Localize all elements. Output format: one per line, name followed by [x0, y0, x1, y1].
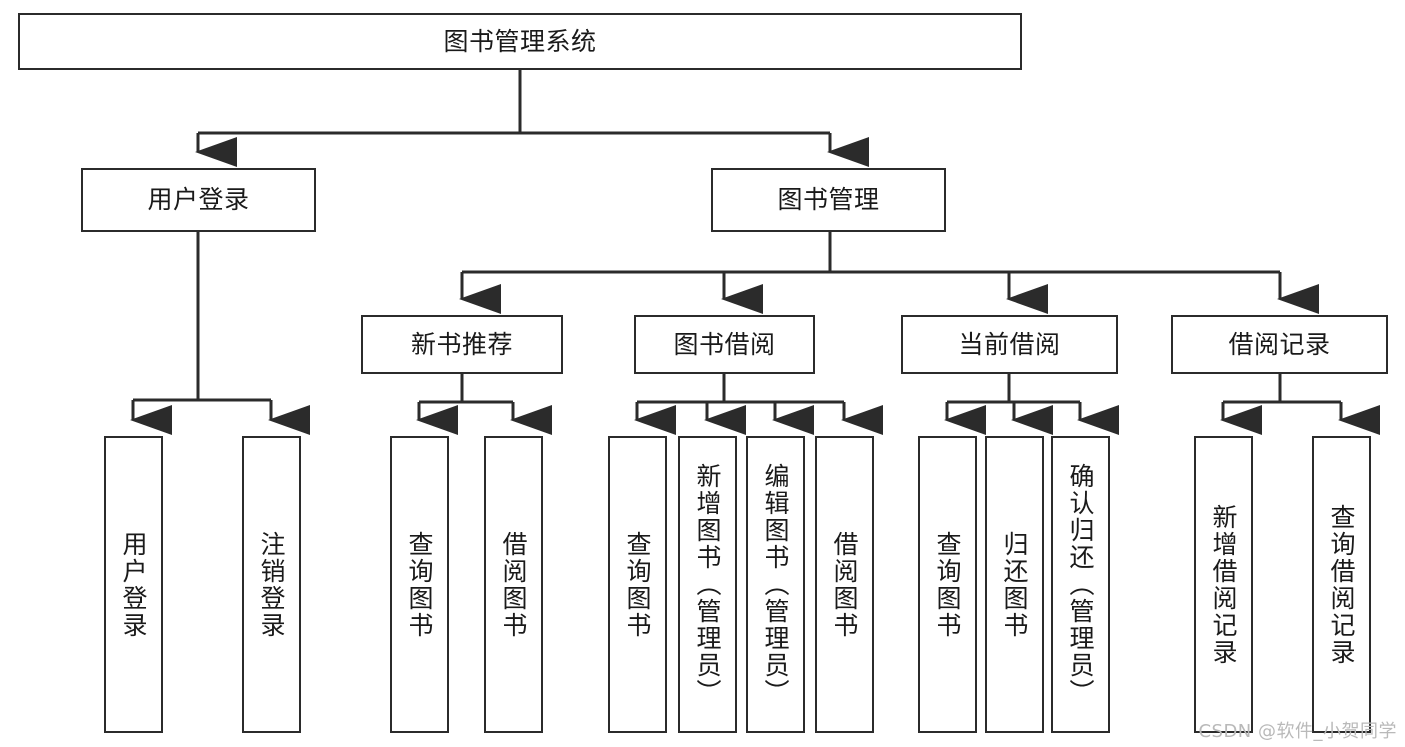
node-borrow-record[interactable]: 借阅记录 [1171, 315, 1388, 374]
node-leaf-query-book-1-label: 查询图书 [405, 530, 434, 639]
node-current-borrow[interactable]: 当前借阅 [901, 315, 1118, 374]
node-borrow-record-label: 借阅记录 [1228, 329, 1331, 359]
node-leaf-edit-book[interactable]: 编辑图书（管理员） [746, 436, 805, 733]
node-leaf-user-logout-label: 注销登录 [257, 530, 286, 639]
node-user-login-label: 用户登录 [147, 185, 250, 215]
node-leaf-edit-book-label: 编辑图书（管理员） [761, 463, 790, 706]
node-root[interactable]: 图书管理系统 [18, 13, 1022, 70]
node-leaf-add-book-label: 新增图书（管理员） [693, 463, 722, 706]
node-book-manage-label: 图书管理 [777, 185, 880, 215]
node-current-borrow-label: 当前借阅 [958, 329, 1061, 359]
watermark-text: CSDN @软件_小贺同学 [1198, 721, 1397, 742]
node-leaf-query-book-2-label: 查询图书 [623, 530, 652, 639]
node-leaf-user-login[interactable]: 用户登录 [104, 436, 163, 733]
node-leaf-borrow-book-1[interactable]: 借阅图书 [484, 436, 543, 733]
node-leaf-borrow-book-1-label: 借阅图书 [499, 530, 528, 639]
node-book-borrow-label: 图书借阅 [673, 329, 776, 359]
node-book-borrow[interactable]: 图书借阅 [634, 315, 815, 374]
node-leaf-query-book-1[interactable]: 查询图书 [390, 436, 449, 733]
node-leaf-query-record[interactable]: 查询借阅记录 [1312, 436, 1371, 733]
node-leaf-query-book-2[interactable]: 查询图书 [608, 436, 667, 733]
node-leaf-user-login-label: 用户登录 [119, 530, 148, 639]
node-user-login[interactable]: 用户登录 [81, 168, 316, 232]
node-new-book-recommend-label: 新书推荐 [410, 329, 513, 359]
node-leaf-borrow-book-2-label: 借阅图书 [830, 530, 859, 639]
node-leaf-return-book-label: 归还图书 [1000, 530, 1029, 639]
node-leaf-confirm-return[interactable]: 确认归还（管理员） [1051, 436, 1110, 733]
node-leaf-query-record-label: 查询借阅记录 [1327, 503, 1356, 666]
node-leaf-user-logout[interactable]: 注销登录 [242, 436, 301, 733]
node-leaf-query-book-3[interactable]: 查询图书 [918, 436, 977, 733]
node-leaf-confirm-return-label: 确认归还（管理员） [1066, 463, 1095, 706]
node-leaf-borrow-book-2[interactable]: 借阅图书 [815, 436, 874, 733]
node-leaf-add-record-label: 新增借阅记录 [1209, 503, 1238, 666]
node-new-book-recommend[interactable]: 新书推荐 [361, 315, 563, 374]
node-leaf-add-book[interactable]: 新增图书（管理员） [678, 436, 737, 733]
node-root-label: 图书管理系统 [443, 26, 597, 56]
node-leaf-return-book[interactable]: 归还图书 [985, 436, 1044, 733]
node-book-manage[interactable]: 图书管理 [711, 168, 946, 232]
node-leaf-query-book-3-label: 查询图书 [933, 530, 962, 639]
node-leaf-add-record[interactable]: 新增借阅记录 [1194, 436, 1253, 733]
